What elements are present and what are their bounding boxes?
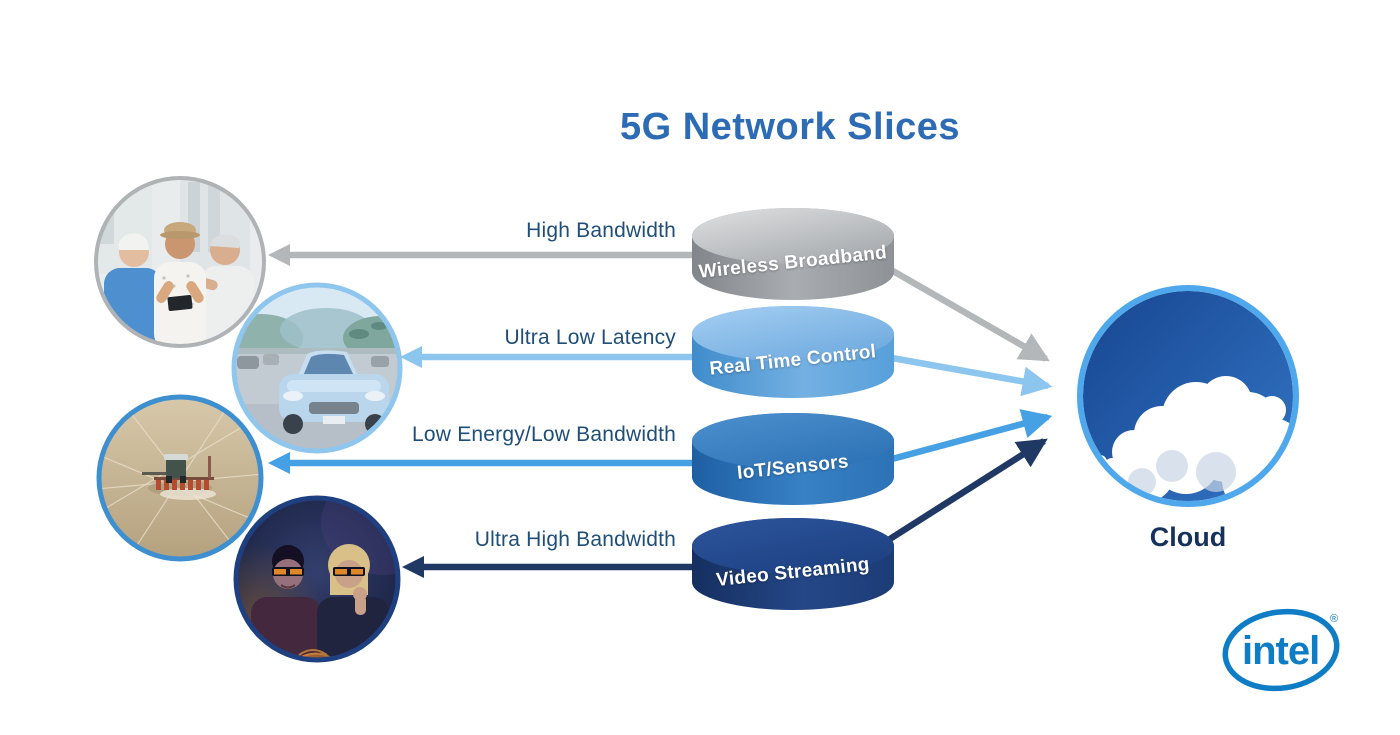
page-title: 5G Network Slices (619, 106, 961, 148)
movie-viewers-3d-photo (233, 495, 401, 663)
photo-scene (101, 399, 259, 557)
label-ultra-low-latency: Ultra Low Latency (504, 326, 676, 349)
cloud-label: Cloud (1149, 522, 1227, 552)
friends-smartphone-photo (94, 176, 266, 348)
label-ultra-high-bandwidth: Ultra High Bandwidth (474, 528, 676, 551)
photo-ring (94, 176, 266, 348)
cloud-photo (1077, 285, 1299, 507)
photo-ring (96, 394, 264, 562)
label-low-energy-low-bandwidth: Low Energy/Low Bandwidth (412, 423, 676, 446)
cylinder-shape (692, 306, 894, 398)
arrow-ultra-low-latency (400, 346, 700, 368)
intel-wordmark: intel (1242, 629, 1319, 673)
photo-ring (233, 495, 401, 663)
arrow-iot-to-cloud (891, 409, 1053, 463)
cylinder-shape (692, 413, 894, 505)
cylinder-video-streaming: Video Streaming (688, 516, 898, 616)
cylinder-shape (692, 208, 894, 300)
arrow-video-to-cloud (858, 438, 1048, 561)
photo-ring (1077, 285, 1299, 507)
intel-logo: intel ® (1222, 608, 1340, 692)
photo-scene (238, 500, 396, 658)
photo-ring (231, 282, 403, 454)
cylinder-wireless-broadband: Wireless Broadband (688, 206, 898, 306)
intel-swoosh (1222, 608, 1340, 692)
cylinder-iot-sensors: IoT/Sensors (688, 411, 898, 511)
label-high-bandwidth: High Bandwidth (526, 219, 676, 242)
farm-tractor-photo (96, 394, 264, 562)
arrow-low-energy-low-bandwidth (268, 452, 700, 474)
registered-mark: ® (1330, 613, 1338, 625)
connected-car-photo (231, 282, 403, 454)
arrow-high-bandwidth (268, 244, 700, 266)
arrow-realtime-to-cloud (891, 354, 1053, 397)
cylinder-shape (692, 518, 894, 610)
cylinder-real-time-control: Real Time Control (688, 304, 898, 404)
arrow-ultra-high-bandwidth (402, 556, 700, 578)
